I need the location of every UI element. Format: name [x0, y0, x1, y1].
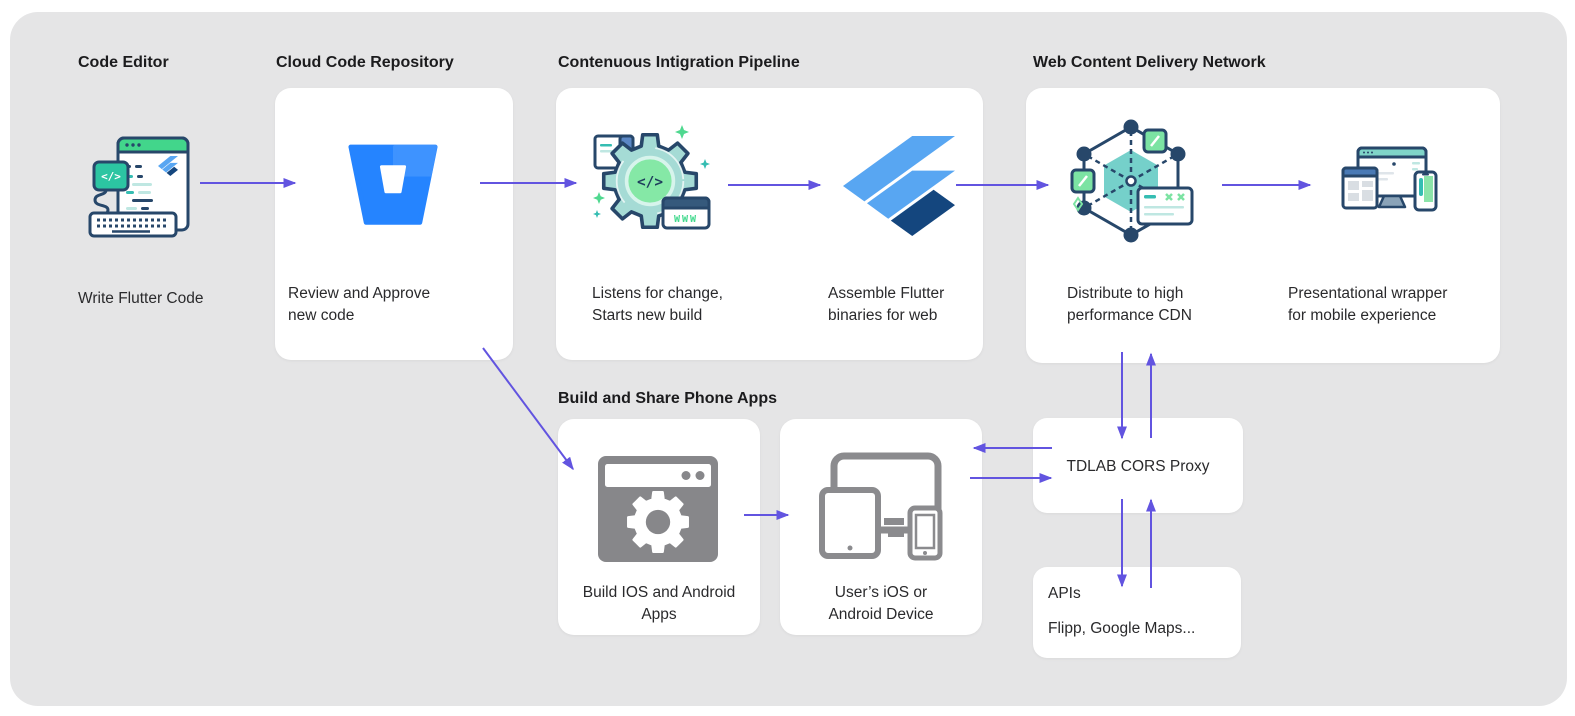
code-glyph: </> [101, 170, 121, 183]
caption-user-device: User’s iOS or Android Device [828, 584, 934, 623]
card-cors-proxy [1033, 418, 1243, 513]
caption-write-flutter-code: Write Flutter Code [78, 290, 204, 307]
sparkle-icon [593, 192, 605, 204]
caption-presentational-wrapper: Presentational wrapper for mobile experi… [1288, 285, 1448, 324]
label-cors-proxy: TDLAB CORS Proxy [1066, 458, 1210, 475]
build-gear-icon: </> WWW [593, 125, 711, 230]
section-heading-code-editor: Code Editor [78, 54, 169, 71]
code-editor-icon: </> [88, 136, 190, 238]
caption-distribute-cdn: Distribute to high performance CDN [1067, 285, 1192, 324]
section-heading-ci-pipeline: Contenuous Intigration Pipeline [558, 54, 800, 71]
section-heading-cdn: Web Content Delivery Network [1033, 54, 1266, 71]
browser-gear-icon [598, 456, 718, 562]
card-cdn [1026, 88, 1500, 363]
www-glyph: WWW [674, 214, 698, 225]
mobile-devices-icon [819, 452, 943, 561]
caption-build-apps: Build IOS and Android Apps [582, 584, 736, 623]
sparkle-icon [675, 125, 689, 139]
code-glyph: </> [637, 174, 663, 190]
caption-listens-for-change: Listens for change, Starts new build [592, 285, 723, 324]
label-apis-examples: Flipp, Google Maps... [1048, 620, 1196, 637]
flutter-logo-icon [843, 136, 955, 236]
responsive-devices-icon [1341, 146, 1438, 212]
caption-review-approve: Review and Approve new code [288, 285, 431, 324]
label-apis: APIs [1048, 585, 1081, 602]
sparkle-icon [593, 210, 601, 218]
sparkle-icon [1072, 196, 1084, 212]
caption-assemble-binaries: Assemble Flutter binaries for web [828, 285, 945, 324]
sparkle-icon [700, 159, 710, 169]
section-heading-phone-apps: Build and Share Phone Apps [558, 390, 777, 407]
section-heading-repository: Cloud Code Repository [276, 54, 454, 71]
cdn-network-icon [1070, 119, 1194, 243]
bitbucket-icon [348, 144, 438, 225]
card-apis [1033, 567, 1241, 658]
